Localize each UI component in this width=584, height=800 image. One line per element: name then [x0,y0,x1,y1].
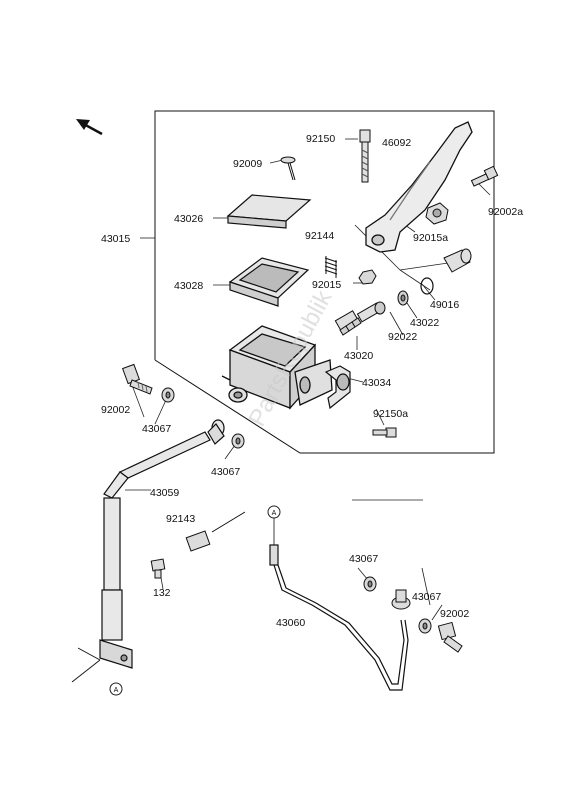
assembly-boundary [154,110,495,454]
circlip [420,277,434,295]
label-92002a: 92002a [488,206,523,218]
callout-marker-upper: A [267,505,281,519]
sealing-washer-right-upper [363,576,377,592]
label-43067-left: 43067 [142,423,171,435]
bolt-92002a [470,165,499,187]
banjo-bolt-upper [121,363,153,395]
direction-arrow-icon [76,119,103,136]
hose-fitting [185,511,246,552]
cap-screw [280,156,296,181]
label-92150: 92150 [306,133,335,145]
nut-92015 [358,269,377,285]
label-43059: 43059 [150,487,179,499]
label-43067-right-lower: 43067 [412,591,441,603]
callout-marker-lower: A [109,682,123,696]
label-132: 132 [153,587,171,599]
label-49016: 49016 [430,299,459,311]
dust-boot [443,248,472,273]
sealing-washer-mid [231,433,245,449]
svg-text:A: A [272,510,277,517]
svg-text:A: A [114,687,119,694]
label-43034: 43034 [362,377,391,389]
label-46092: 46092 [382,137,411,149]
leader-lines [125,138,491,621]
mounting-bolt [150,558,166,579]
washer-92022 [397,290,409,306]
label-43022: 43022 [410,317,439,329]
label-92002-lower: 92002 [440,608,469,620]
sealing-washer-left [161,387,175,403]
label-43015: 43015 [101,233,130,245]
reservoir-cap [226,194,312,229]
label-92002-upper: 92002 [101,404,130,416]
piston-assembly [334,301,386,336]
label-92143: 92143 [166,513,195,525]
brake-hose [99,419,225,669]
label-92015: 92015 [312,279,341,291]
callout-pointers [71,647,101,683]
label-43026: 43026 [174,213,203,225]
handlebar-clamp [324,365,351,410]
label-92022: 92022 [388,331,417,343]
clamp-bolt [372,427,397,438]
label-43020: 43020 [344,350,373,362]
nut-92015a [425,202,449,225]
spring [324,256,338,278]
label-92150a: 92150a [373,408,408,420]
union-fitting [391,589,411,610]
banjo-bolt-lower [437,621,463,653]
label-92015a: 92015a [413,232,448,244]
label-92009: 92009 [233,158,262,170]
label-43028: 43028 [174,280,203,292]
diaphragm [228,257,310,307]
label-92144: 92144 [305,230,334,242]
sealing-washer-right-lower [418,618,432,634]
label-43060: 43060 [276,617,305,629]
pivot-bolt [359,129,371,183]
part-labels: 43015 92150 46092 92009 43026 92144 9200… [101,133,523,629]
label-43067-mid: 43067 [211,466,240,478]
brake-lever [365,121,473,253]
label-43067-right-upper: 43067 [349,553,378,565]
master-cylinder-body [221,325,333,410]
